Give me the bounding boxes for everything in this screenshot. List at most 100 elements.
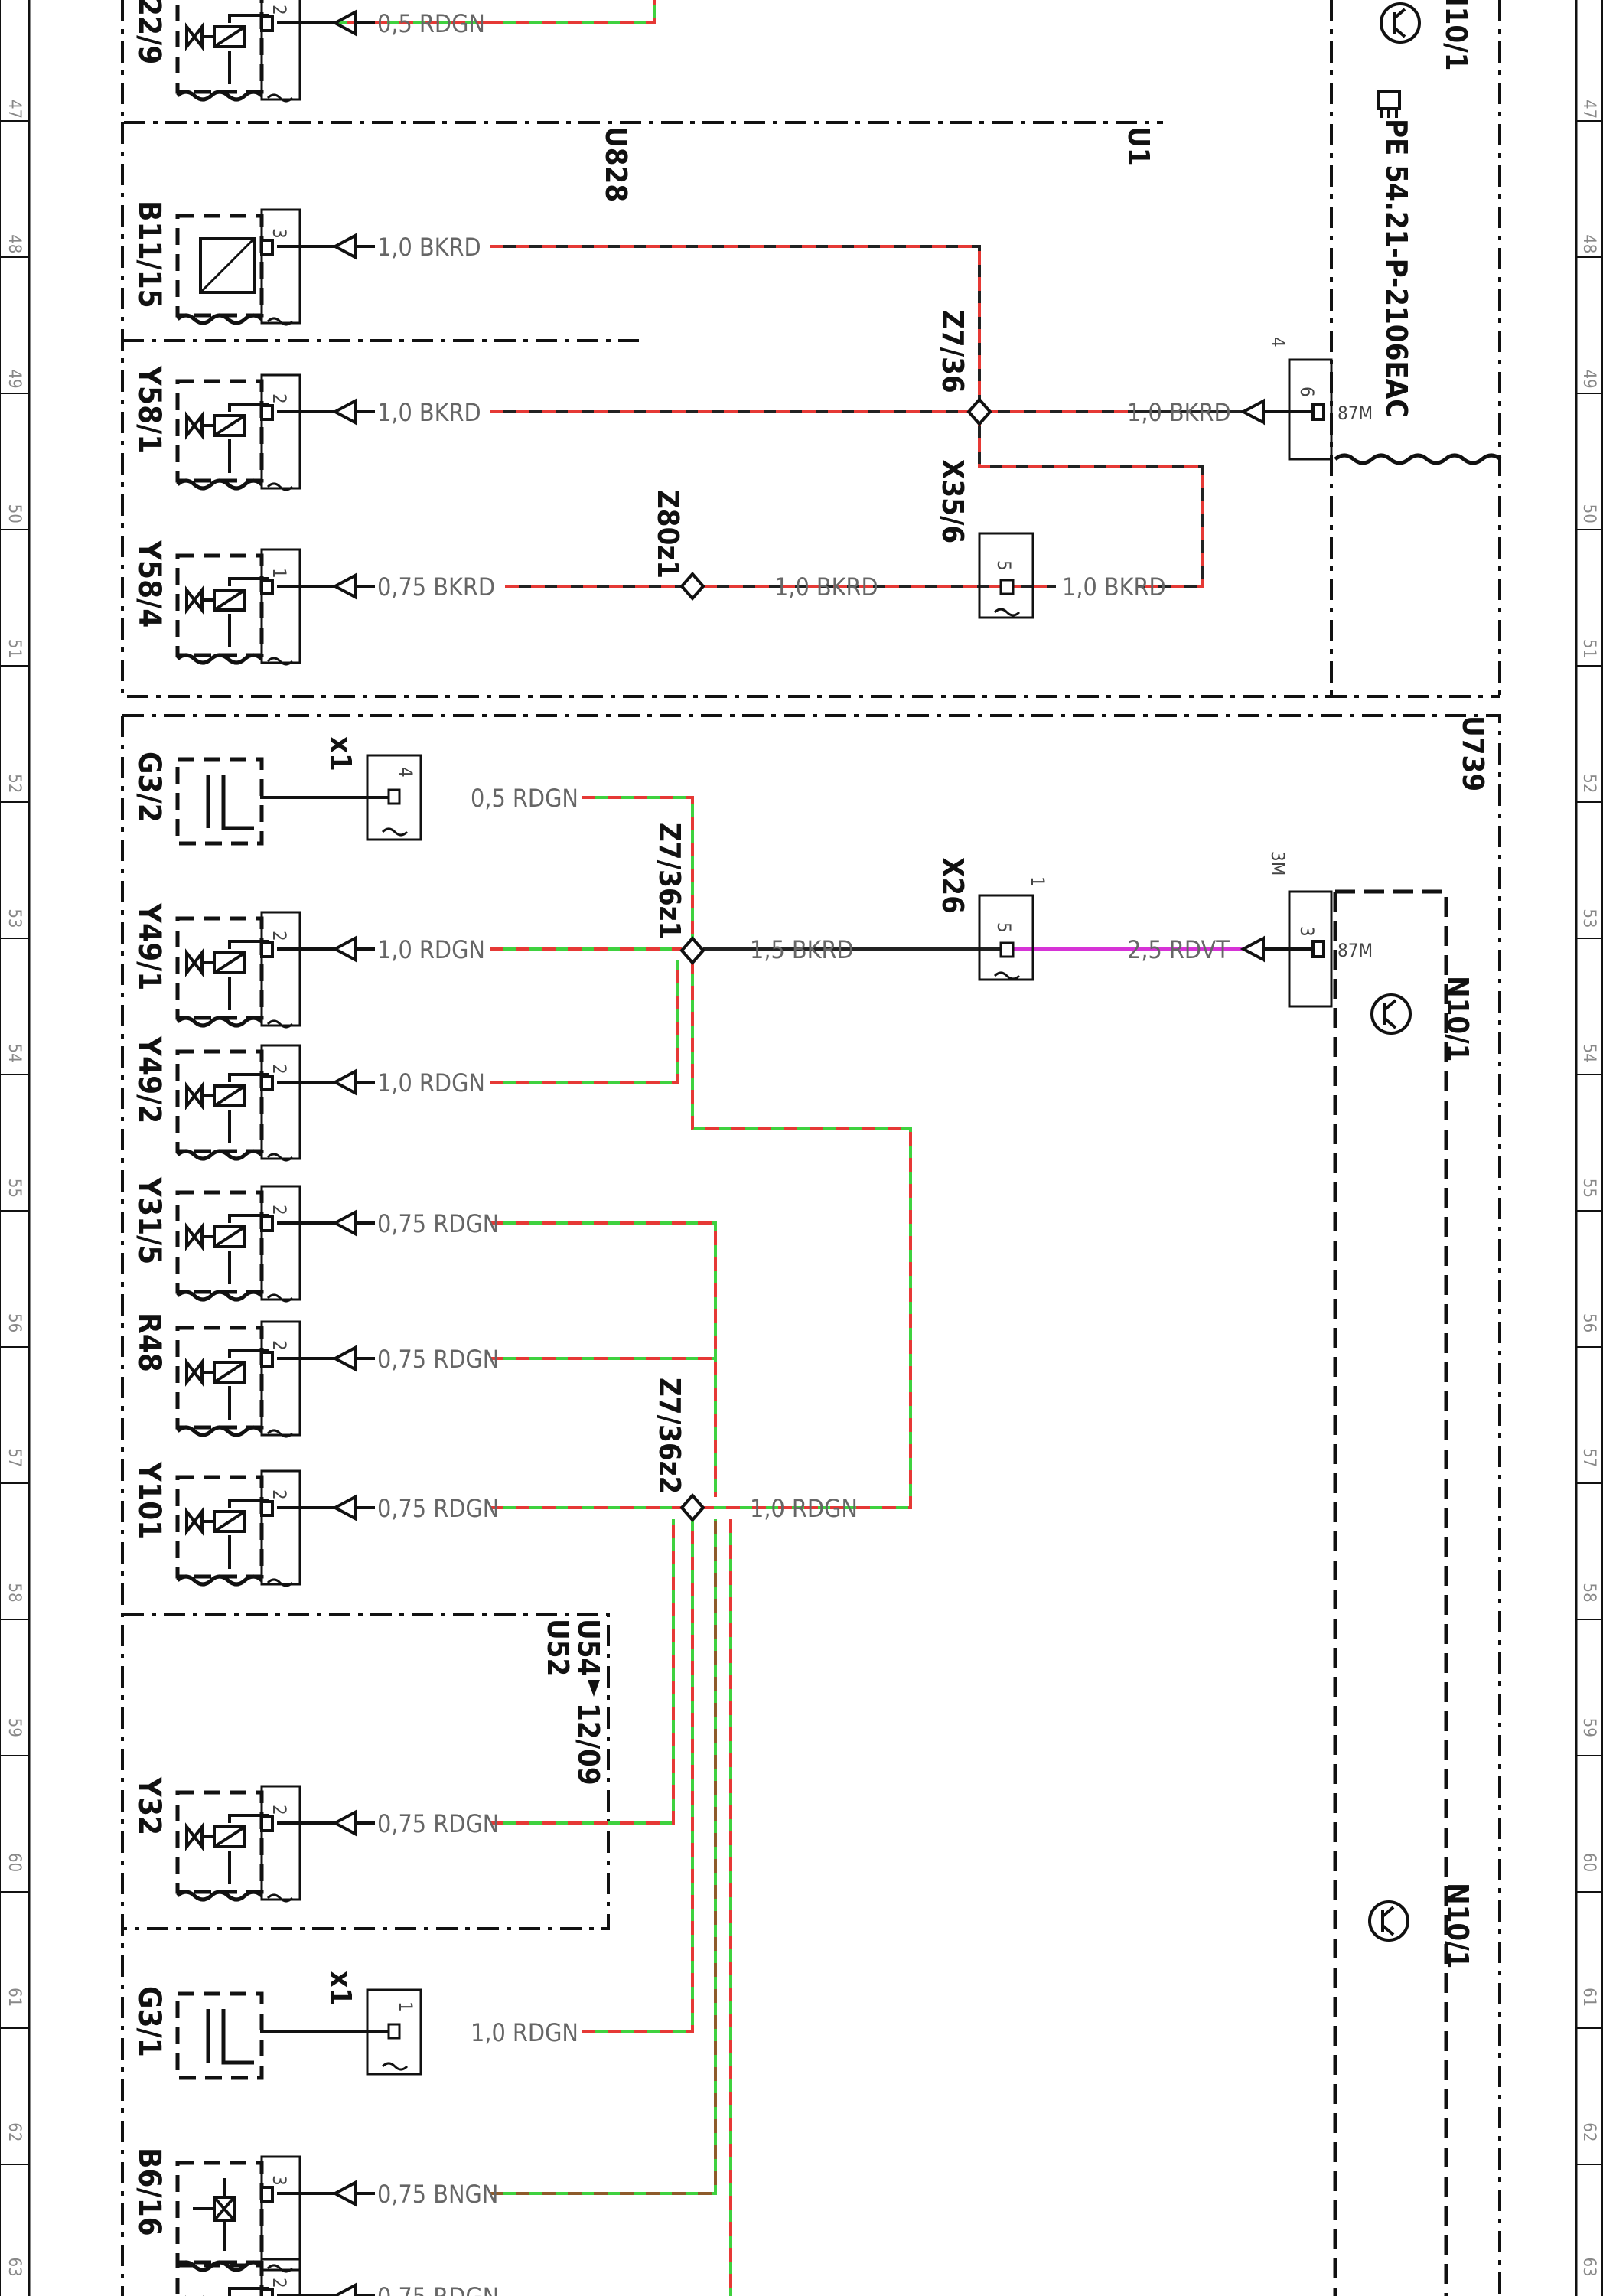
connector-label-x35: X35/6 xyxy=(936,459,969,543)
relay-bottom xyxy=(1240,890,1333,1008)
row-number: 50 xyxy=(1579,504,1598,523)
component-unlabeled: 2 0,75 RDGN xyxy=(175,2258,499,2296)
connector-x35 xyxy=(978,532,1034,619)
component-pin: 2 xyxy=(269,1064,290,1075)
row-number: 56 xyxy=(1579,1313,1598,1332)
row-number: 48 xyxy=(1579,234,1598,253)
splice-label-z7-36z2: Z7/36z2 xyxy=(653,1378,686,1494)
row-number: 55 xyxy=(5,1179,24,1198)
row-number: 49 xyxy=(1579,369,1598,388)
component-label: B6/16 xyxy=(132,2148,167,2236)
wire-label: 1,0 RDGN xyxy=(471,2018,578,2047)
wire-z7z1-z7z2-stripe xyxy=(691,960,912,1509)
row-number: 62 xyxy=(1579,2122,1598,2141)
wire-z7z1-z7z2 xyxy=(691,960,912,1509)
wire-g3-2-stripe xyxy=(582,796,694,938)
component-pin: 2 xyxy=(269,1340,290,1351)
splice-label-z7-36: Z7/36 xyxy=(936,310,969,393)
wire-y31-5 xyxy=(490,1221,717,1497)
row-number: 63 xyxy=(1579,2258,1598,2277)
row-number: 50 xyxy=(5,504,24,523)
hand-pointer-icon xyxy=(1377,90,1401,118)
row-number: 47 xyxy=(5,99,24,119)
component-label: Y22/9 xyxy=(132,0,167,64)
relay-bottom-pin: 3 xyxy=(1296,926,1318,937)
relay-top-pin-small: 4 xyxy=(1267,337,1289,347)
component-label: G3/1 xyxy=(132,1986,167,2057)
row-number: 58 xyxy=(5,1583,24,1602)
transistor-icon xyxy=(1368,2,1421,1942)
row-number: 52 xyxy=(1579,774,1598,793)
connector-label-x1: x1 xyxy=(324,736,357,771)
connector-pin-x35: 5 xyxy=(993,560,1015,571)
frame-label-u54: U54 xyxy=(572,1619,605,1676)
wire-label: 1,0 BKRD xyxy=(377,398,481,427)
splice-label-z80z1: Z80z1 xyxy=(651,490,685,579)
component-pin: 2 xyxy=(269,1489,290,1500)
row-number: 59 xyxy=(1579,1718,1598,1737)
wire-b11-15 xyxy=(490,245,981,412)
row-number: 59 xyxy=(5,1718,24,1737)
frame-ref-arrow-icon xyxy=(588,1680,600,1697)
row-number: 58 xyxy=(1579,1583,1598,1602)
frame-label-u828: U828 xyxy=(599,126,633,202)
component-pin: 2 xyxy=(269,5,290,15)
wire-label: 0,75 RDGN xyxy=(377,1345,499,1374)
splice-z7-36z2 xyxy=(679,1492,705,1523)
row-number: 61 xyxy=(5,1988,24,2007)
connector-pin-x26-top: 1 xyxy=(1027,876,1048,887)
frame-label-u52: U52 xyxy=(541,1619,575,1676)
row-number: 52 xyxy=(5,774,24,793)
module-boxes xyxy=(1333,889,1448,2296)
row-number: 57 xyxy=(1579,1448,1598,1467)
component-pin: 2 xyxy=(269,931,290,941)
connector-pin-x26: 5 xyxy=(993,922,1015,933)
wire-y22-9 xyxy=(321,0,656,24)
wire-b6-16 xyxy=(490,1519,717,2195)
component-label: Y101 xyxy=(132,1461,167,1539)
top-module-squiggle xyxy=(1334,453,1502,465)
wire-label: 0,75 BNGN xyxy=(377,2180,498,2209)
row-number: 53 xyxy=(5,908,24,928)
splice-z7-36z1 xyxy=(679,935,705,966)
wire-label-relay-top: 1,0 BKRD xyxy=(1127,398,1231,427)
row-number: 55 xyxy=(1579,1179,1598,1198)
wire-y32-stripe xyxy=(490,1519,675,1825)
component-pin: 2 xyxy=(269,2278,290,2288)
wire-label-z7z2-right: 1,0 RDGN xyxy=(750,1494,858,1523)
component-label: Y58/4 xyxy=(132,540,167,628)
row-number: 53 xyxy=(1579,908,1598,928)
splice-label-z7-36z1: Z7/36z1 xyxy=(653,823,686,939)
connector-label-x1: x1 xyxy=(324,1971,357,2006)
wire-label: 1,0 BKRD xyxy=(377,233,481,262)
splice-nodes xyxy=(679,396,992,1523)
component-label: G3/2 xyxy=(132,752,167,823)
wires xyxy=(321,0,1243,2296)
row-number: 54 xyxy=(5,1044,24,1063)
wire-label: 0,5 RDGN xyxy=(471,784,578,813)
reference-text: PE 54.21-P-2106EAC xyxy=(1380,119,1413,418)
wire-label-z80-x35: 1,0 BKRD xyxy=(774,572,878,602)
row-number: 48 xyxy=(5,234,24,253)
relay-bottom-pin-small: 3M xyxy=(1267,851,1289,876)
connector-x26 xyxy=(978,894,1034,981)
row-number: 47 xyxy=(1579,99,1598,119)
row-number: 54 xyxy=(1579,1044,1598,1063)
wire-label-x26-relay: 2,5 RDVT xyxy=(1127,935,1230,964)
row-number: 61 xyxy=(1579,1988,1598,2007)
component-pin: 3 xyxy=(269,228,290,239)
wire-label: 0,75 RDGN xyxy=(377,2282,499,2296)
wire-label: 1,0 RDGN xyxy=(377,935,485,964)
